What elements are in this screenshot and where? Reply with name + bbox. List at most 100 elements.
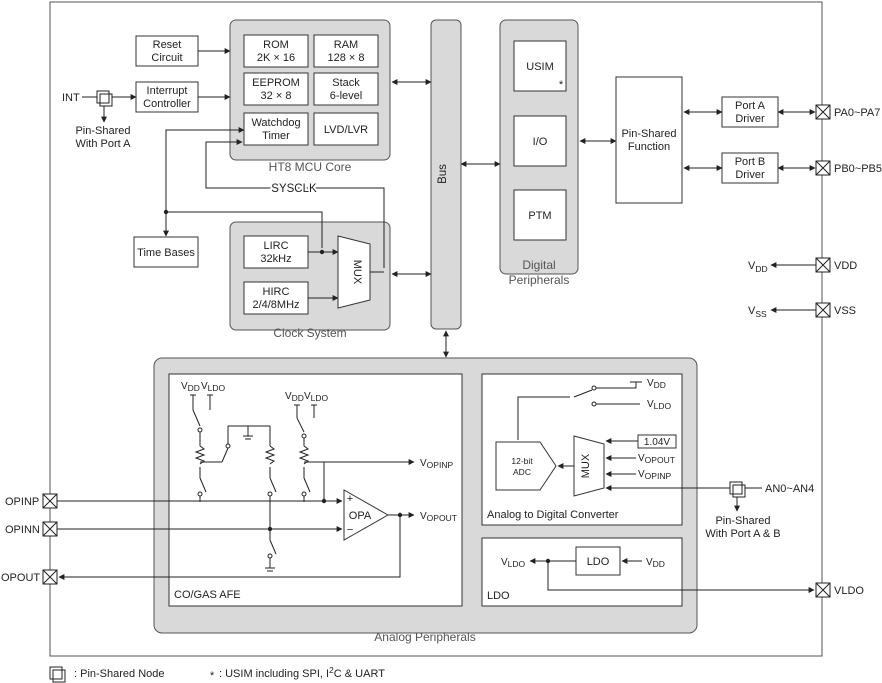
core-label: HT8 MCU Core — [269, 160, 352, 174]
int-label: INT — [62, 92, 80, 104]
vldo-pin-icon — [815, 582, 831, 598]
watchdog-block — [243, 112, 309, 146]
ram-block — [313, 34, 379, 68]
pb-pin-icon — [815, 160, 831, 176]
time-bases-block — [133, 236, 199, 268]
opinn-junction — [267, 526, 273, 532]
legend-usim-text: : USIM including SPI, I2C & UART — [219, 665, 385, 680]
opinp-label: OPINP — [5, 496, 39, 508]
eeprom-label: EEPROM — [252, 77, 300, 89]
adc-vopout: VOPOUT — [638, 453, 675, 465]
chip-outline — [49, 1, 823, 657]
opa-minus: − — [347, 524, 353, 536]
clock-mux-label: MUX — [351, 260, 363, 285]
opinp-junction — [321, 498, 327, 504]
time-bases-label: Time Bases — [137, 247, 195, 259]
port-a-label-1: Port A — [735, 100, 766, 112]
an-note-2: With Port A & B — [705, 528, 780, 540]
afe-vdd-1: VDD — [181, 381, 200, 393]
lirc-junction — [319, 249, 325, 255]
vopout-label: VOPOUT — [420, 511, 457, 523]
opa-plus: + — [347, 493, 353, 505]
psf-label-1: Pin-Shared — [621, 128, 676, 140]
adc-label-2: ADC — [513, 467, 531, 477]
an-note-1: Pin-Shared — [715, 515, 770, 527]
adc-ref-switch — [517, 381, 642, 440]
vopinp-label: VOPINP — [420, 458, 453, 470]
vldo-wire — [547, 561, 815, 593]
afe-switch-network — [190, 394, 325, 572]
digital-label-1: Digital — [522, 258, 555, 272]
legend-node-icon — [49, 666, 66, 683]
stack-block — [313, 72, 379, 106]
lirc-freq: 32kHz — [260, 253, 291, 265]
usim-star: * — [559, 79, 564, 91]
ram-size: 128 × 8 — [327, 52, 364, 64]
legend-star: * — [210, 670, 215, 682]
ptm-label: PTM — [528, 210, 551, 222]
int-note-1: Pin-Shared — [75, 125, 130, 137]
vref-label: 1.04V — [644, 437, 670, 448]
port-b-driver — [721, 152, 779, 184]
adc-mux — [573, 435, 605, 497]
ptm-block — [513, 189, 567, 241]
afe-vldo-1: VLDO — [201, 381, 226, 393]
opa-amplifier — [343, 489, 390, 541]
pa-pin-icon — [815, 104, 831, 120]
lirc-tap — [166, 211, 323, 248]
reset-label-1: Reset — [153, 39, 182, 51]
afe-vdd-2: VDD — [285, 391, 304, 403]
vdd-pin-icon — [815, 257, 831, 273]
int-note-2: With Port A — [75, 138, 131, 150]
opinn-pin-icon — [42, 521, 58, 537]
ldo-vdd: VDD — [646, 557, 665, 569]
ldo-block — [575, 546, 621, 576]
usim-label: USIM — [526, 61, 554, 73]
vss-pin-label: VSS — [834, 305, 856, 317]
ram-label: RAM — [334, 39, 358, 51]
hirc-block — [243, 281, 309, 315]
timebase-to-watchdog — [165, 127, 245, 212]
rom-block — [243, 34, 309, 68]
lirc-label: LIRC — [263, 240, 288, 252]
sysclk-to-watchdog — [205, 139, 385, 268]
adc-vldo: VLDO — [647, 399, 672, 411]
psf-label-2: Function — [628, 141, 670, 153]
stack-size: 6-level — [330, 90, 362, 102]
opout-label: OPOUT — [1, 572, 40, 584]
watchdog-label-1: Watchdog — [251, 117, 300, 129]
pin-shared-node-icon — [96, 90, 113, 107]
digital-label-2: Peripherals — [509, 273, 570, 287]
afe-block — [168, 373, 463, 607]
vdd-symbol: VDD — [748, 260, 768, 274]
usim-block — [513, 40, 567, 92]
adc-label-1: 12-bit — [511, 456, 533, 466]
lvd-block — [313, 112, 379, 146]
rom-label: ROM — [263, 39, 289, 51]
eeprom-block — [243, 72, 309, 106]
an-pin-shared-icon — [729, 481, 746, 498]
port-b-label-1: Port B — [735, 156, 766, 168]
opout-wire — [58, 515, 401, 580]
lvd-label: LVD/LVR — [324, 124, 368, 136]
vss-pin-icon — [815, 302, 831, 318]
sysclk-label: SYSCLK — [271, 183, 317, 195]
watchdog-label-2: Timer — [262, 130, 290, 142]
io-block — [513, 115, 567, 167]
pb-pin-label: PB0~PB5 — [834, 163, 882, 175]
pa-pin-label: PA0~PA7 — [834, 107, 880, 119]
lirc-block — [243, 235, 309, 269]
vdd-pin-label: VDD — [834, 260, 857, 272]
adc-block — [495, 441, 557, 491]
stack-label: Stack — [332, 77, 360, 89]
analog-group-label: Analog Peripherals — [374, 630, 475, 644]
adc-vdd: VDD — [647, 378, 666, 390]
adc-section-label: Analog to Digital Converter — [487, 509, 619, 521]
eeprom-size: 32 × 8 — [261, 90, 292, 102]
port-a-label-2: Driver — [735, 113, 765, 125]
adc-vopinp: VOPINP — [638, 469, 671, 481]
pin-shared-function-block — [615, 76, 683, 204]
vldo-pin-label: VLDO — [834, 585, 864, 597]
opinp-pin-icon — [42, 493, 58, 509]
